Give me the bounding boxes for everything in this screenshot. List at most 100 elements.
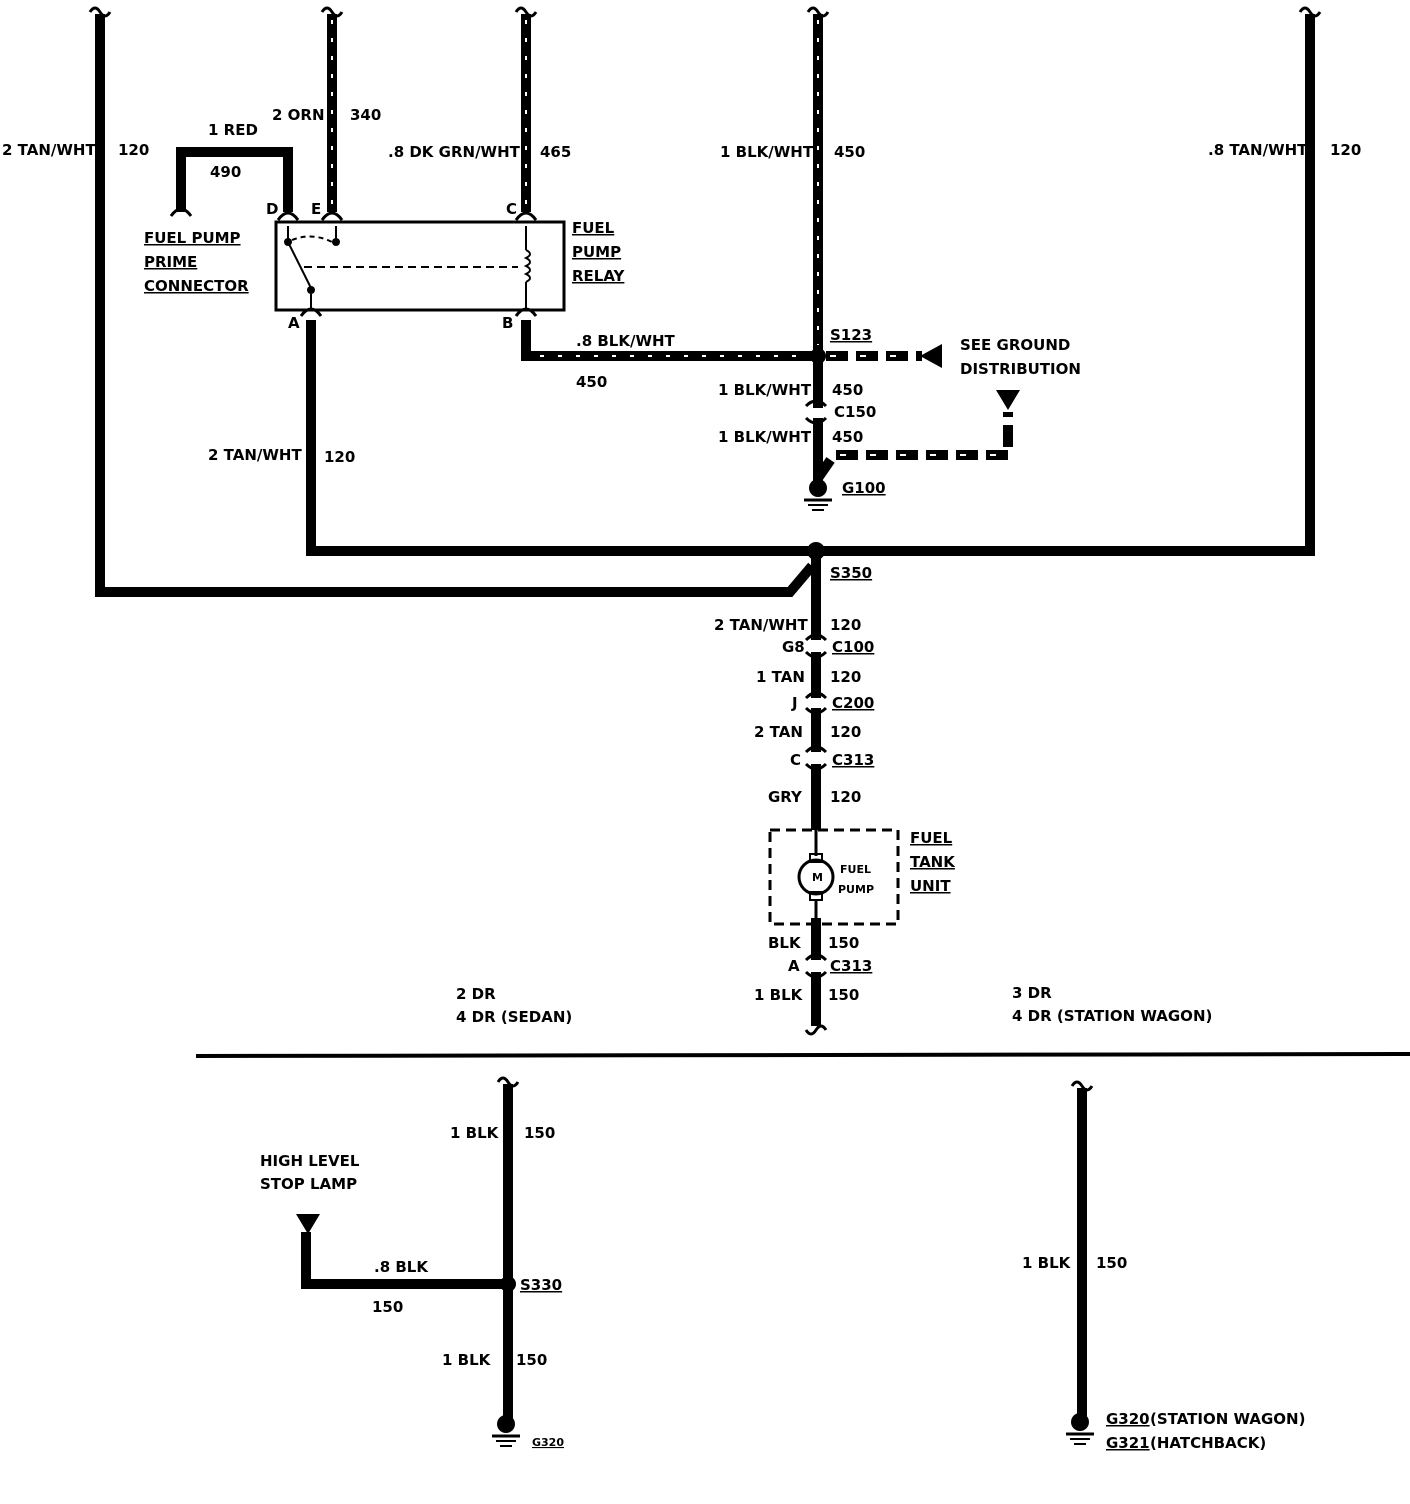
label-bl-lower-gauge: 1 BLK xyxy=(442,1351,492,1369)
label-w2-gauge: 2 ORN xyxy=(272,106,325,124)
label-chain-3-gauge: GRY xyxy=(768,788,803,806)
label-c150-upper-gauge: 1 BLK/WHT xyxy=(718,381,812,399)
label-c313-lower: C313 xyxy=(830,957,872,975)
wire-490-red xyxy=(176,147,293,212)
label-w4-circuit: 465 xyxy=(540,143,571,161)
pump-label-line1: FUEL xyxy=(840,863,871,876)
pump-label-line2: PUMP xyxy=(838,883,874,896)
label-bl-lamp-gauge: .8 BLK xyxy=(374,1258,429,1276)
label-w6-circuit: 120 xyxy=(1330,141,1361,159)
label-chain-0-gauge: 2 TAN/WHT xyxy=(714,616,808,634)
label-c313-pin: C xyxy=(790,751,801,769)
label-w6-gauge: .8 TAN/WHT xyxy=(1208,141,1308,159)
label-pump-ground-upper-gauge: BLK xyxy=(768,934,802,952)
label-g320-left: G320 xyxy=(532,1436,564,1449)
relay-internals xyxy=(284,226,531,310)
pump-motor-label: M xyxy=(812,871,823,884)
variant-left-line2: 4 DR (SEDAN) xyxy=(456,1008,572,1026)
wire-120-right xyxy=(820,14,1315,556)
label-relay-ground-circuit: 450 xyxy=(576,373,607,391)
label-pump-ground-lower-gauge: 1 BLK xyxy=(754,986,804,1004)
variant-right-line2: 4 DR (STATION WAGON) xyxy=(1012,1007,1212,1025)
stop-lamp-line2: STOP LAMP xyxy=(260,1175,357,1193)
label-w1-gauge: 2 TAN/WHT xyxy=(2,141,96,159)
label-bl-upper-circuit: 150 xyxy=(524,1124,555,1142)
tank-unit-line1: FUEL xyxy=(910,829,953,847)
relay-pin-e: E xyxy=(311,200,321,218)
label-pump-ground-upper-circuit: 150 xyxy=(828,934,859,952)
ground-dist-line1: SEE GROUND xyxy=(960,336,1070,354)
label-w3-circuit: 490 xyxy=(210,163,241,181)
label-relay-out-circuit: 120 xyxy=(324,448,355,466)
label-w5-gauge: 1 BLK/WHT xyxy=(720,143,814,161)
splice-s350-dot xyxy=(807,542,825,560)
variant-right-line1: 3 DR xyxy=(1012,984,1052,1002)
label-chain-3-circuit: 120 xyxy=(830,788,861,806)
ground-g100-symbol xyxy=(804,479,832,511)
wire-break-marks xyxy=(88,6,1322,1092)
connector-marks xyxy=(804,399,828,979)
label-c313-lower-pin: A xyxy=(788,957,800,975)
prime-connector-line3: CONNECTOR xyxy=(144,277,249,295)
label-s350: S350 xyxy=(830,564,872,582)
label-relay-out-gauge: 2 TAN/WHT xyxy=(208,446,302,464)
label-c100-pin: G8 xyxy=(782,638,805,656)
label-g320-note: (STATION WAGON) xyxy=(1150,1410,1305,1428)
label-c150-lower-gauge: 1 BLK/WHT xyxy=(718,428,812,446)
ground-dist-line2: DISTRIBUTION xyxy=(960,360,1081,378)
label-w4-gauge: .8 DK GRN/WHT xyxy=(388,143,521,161)
label-chain-0-circuit: 120 xyxy=(830,616,861,634)
label-bl-lower-circuit: 150 xyxy=(516,1351,547,1369)
splice-s123-dot xyxy=(810,348,826,364)
label-c200: C200 xyxy=(832,694,874,712)
stop-lamp-arrow xyxy=(296,1214,320,1234)
label-c200-pin: J xyxy=(791,694,798,712)
relay-pin-arcs xyxy=(169,207,538,317)
tank-unit-line2: TANK xyxy=(910,853,956,871)
label-chain-1-gauge: 1 TAN xyxy=(756,668,805,686)
wire-120-left xyxy=(95,14,816,597)
tank-unit-line3: UNIT xyxy=(910,877,951,895)
ground-g320-g321-symbol xyxy=(1066,1413,1094,1445)
label-g321-note: (HATCHBACK) xyxy=(1150,1434,1266,1452)
relay-pin-c: C xyxy=(506,200,517,218)
fuel-pump-relay-box xyxy=(274,220,566,312)
label-c150-lower-circuit: 450 xyxy=(832,428,863,446)
label-g100: G100 xyxy=(842,479,886,497)
label-br-circuit: 150 xyxy=(1096,1254,1127,1272)
label-c150-upper-circuit: 450 xyxy=(832,381,863,399)
label-bl-upper-gauge: 1 BLK xyxy=(450,1124,500,1142)
relay-label-line2: PUMP xyxy=(572,243,621,261)
label-g321: G321 xyxy=(1106,1434,1150,1452)
relay-pin-d: D xyxy=(266,200,278,218)
splice-s330-dot xyxy=(500,1276,516,1292)
relay-label-line1: FUEL xyxy=(572,219,615,237)
ground-dist-arrow-upper xyxy=(920,344,942,368)
label-g320-right: G320 xyxy=(1106,1410,1150,1428)
fuel-tank-unit-box xyxy=(768,828,900,926)
label-s330: S330 xyxy=(520,1276,562,1294)
label-c150: C150 xyxy=(834,403,876,421)
prime-connector-line2: PRIME xyxy=(144,253,197,271)
ground-dist-arrow-lower xyxy=(996,390,1020,410)
ground-dist-line-lower xyxy=(813,412,1013,481)
label-w5-circuit: 450 xyxy=(834,143,865,161)
relay-label-line3: RELAY xyxy=(572,267,626,285)
stop-lamp-line1: HIGH LEVEL xyxy=(260,1152,360,1170)
label-bl-lamp-circuit: 150 xyxy=(372,1298,403,1316)
wire-150-bl-lamp xyxy=(301,1232,508,1289)
variant-left-line1: 2 DR xyxy=(456,985,496,1003)
variant-divider xyxy=(195,1052,1410,1058)
label-s123: S123 xyxy=(830,326,872,344)
ground-g320-symbol xyxy=(492,1415,520,1447)
relay-pin-b: B xyxy=(502,314,513,332)
label-pump-ground-lower-circuit: 150 xyxy=(828,986,859,1004)
label-w3-gauge: 1 RED xyxy=(208,121,258,139)
relay-pin-a: A xyxy=(288,314,300,332)
label-relay-ground-gauge: .8 BLK/WHT xyxy=(576,332,676,350)
fuel-pump-motor-icon xyxy=(797,858,835,896)
wire-120-relay-a xyxy=(306,320,820,556)
label-chain-1-circuit: 120 xyxy=(830,668,861,686)
prime-connector-line1: FUEL PUMP xyxy=(144,229,241,247)
